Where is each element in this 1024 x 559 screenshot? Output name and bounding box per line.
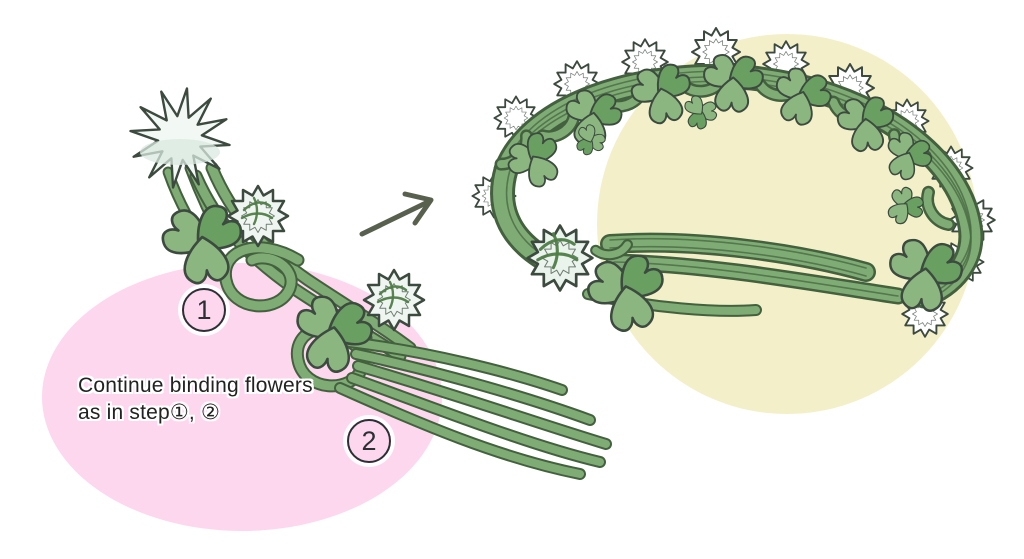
caption-line-1: Continue binding flowers [78,374,313,397]
step-marker-2-value: 2 [361,425,377,456]
step-marker-1: 1 [182,288,226,332]
transition-arrow-icon [359,191,434,237]
clover-flower-icon [526,224,594,292]
caption-line-2: as in step①, ② [78,401,221,424]
step-marker-2: 2 [347,419,391,463]
caption: Continue binding flowers as in step①, ② [78,372,313,426]
step-marker-1-value: 1 [196,294,212,325]
garland-braid-illustration [122,80,606,474]
flower-shading [140,139,220,165]
